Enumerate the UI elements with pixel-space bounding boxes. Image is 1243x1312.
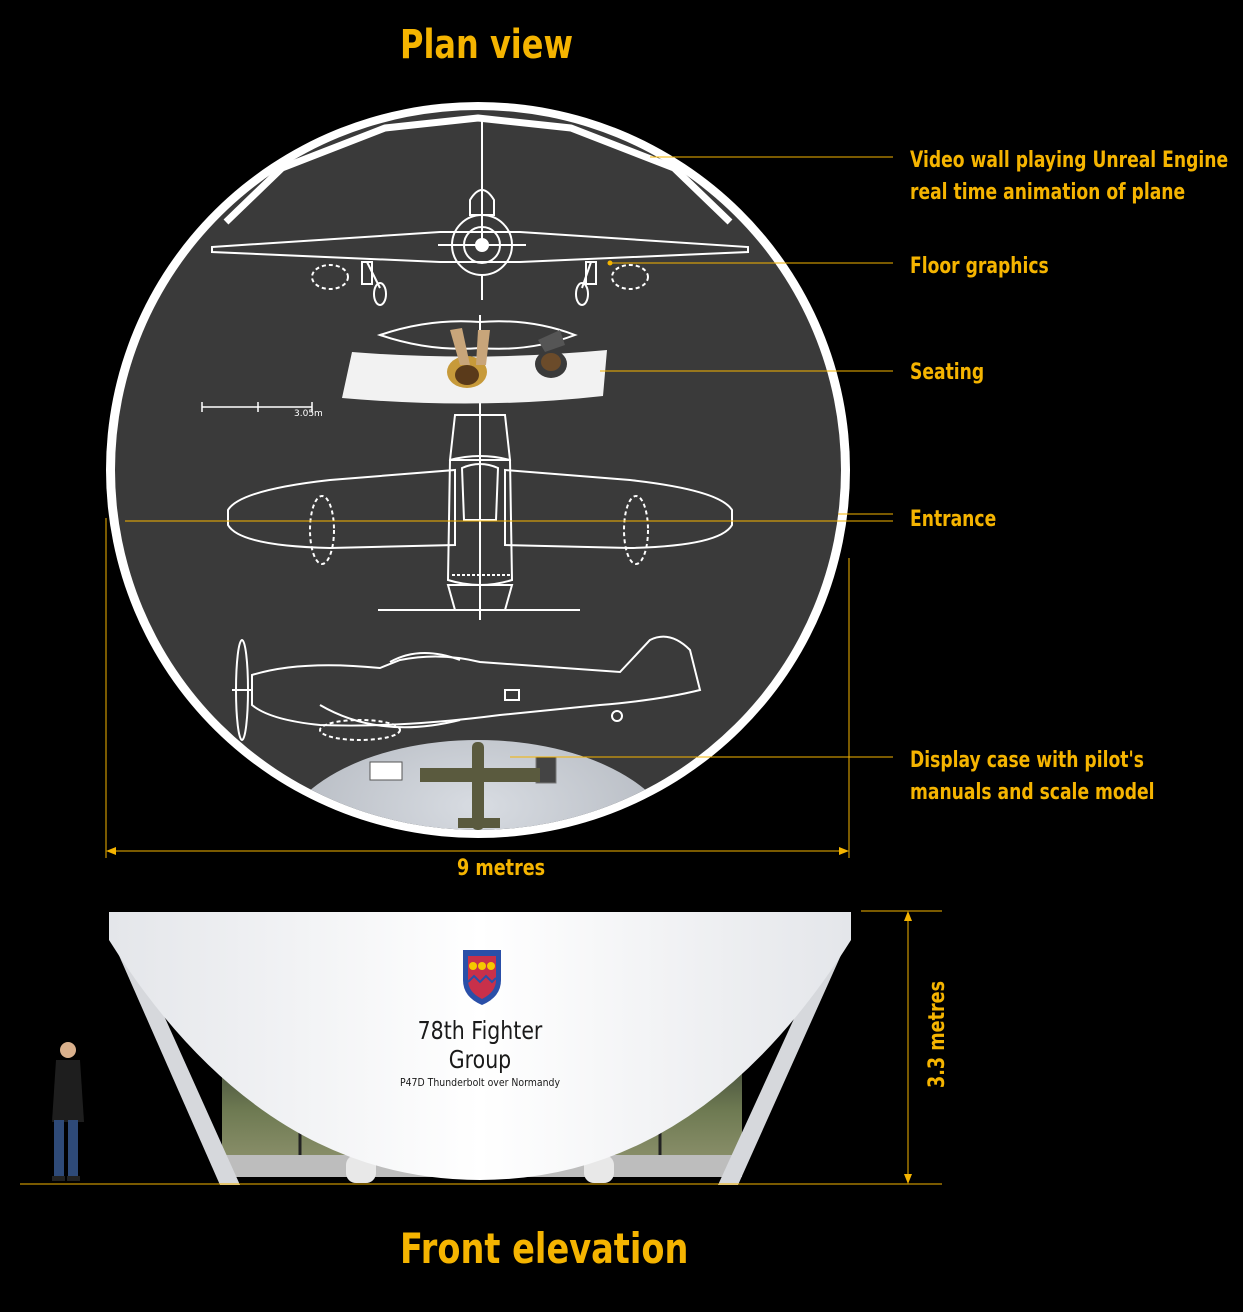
callout-video-wall-line-1: Video wall playing Unreal Engine: [910, 148, 1229, 173]
width-dimension-label: 9 metres: [457, 856, 546, 881]
group-name-text: 78th Fighter Group: [417, 1016, 543, 1074]
callout-entrance: Entrance: [910, 507, 997, 532]
seated-person-1: [447, 328, 490, 388]
group-subtitle-text: P47D Thunderbolt over Normandy: [399, 1076, 561, 1089]
callout-video-wall-line-2: real time animation of plane: [910, 180, 1186, 205]
callout-display-case-line-1: Display case with pilot's: [910, 748, 1144, 773]
plane-side-view-drawing: [232, 635, 702, 741]
pod-exterior-shell: [109, 912, 851, 1180]
front-elevation-title: Front elevation: [400, 1224, 689, 1273]
height-dimension-label: 3.3 metres: [925, 980, 950, 1088]
width-dimension-line: [105, 518, 850, 858]
plane-front-view-drawing: [211, 120, 749, 306]
plane-top-view-drawing: [227, 315, 733, 620]
display-case: [278, 740, 678, 830]
callout-display-case: Display case with pilot's manuals and sc…: [910, 745, 1155, 809]
height-dimension-line: [861, 910, 942, 1184]
callout-floor-graphics: Floor graphics: [910, 254, 1049, 279]
scale-model-plane: [420, 742, 540, 830]
callout-seating: Seating: [910, 360, 985, 385]
seated-person-2: [535, 330, 567, 378]
scale-bar: [201, 402, 313, 412]
floor-graphics-area: [115, 110, 841, 830]
seating: [342, 328, 607, 404]
callout-leaders: [125, 156, 893, 758]
callout-display-case-line-2: manuals and scale model: [910, 780, 1155, 805]
video-wall: [223, 114, 733, 225]
pod-branding: 78th Fighter Group P47D Thunderbolt over…: [380, 1016, 580, 1089]
plan-view-title: Plan view: [400, 22, 574, 68]
callout-video-wall: Video wall playing Unreal Engine real ti…: [910, 145, 1228, 209]
plan-view: [105, 102, 893, 858]
standing-person-figure: [52, 1042, 84, 1181]
fighter-group-badge-icon: [463, 950, 501, 1005]
scale-bar-label: 3.05m: [294, 409, 323, 419]
front-elevation: [20, 910, 942, 1185]
